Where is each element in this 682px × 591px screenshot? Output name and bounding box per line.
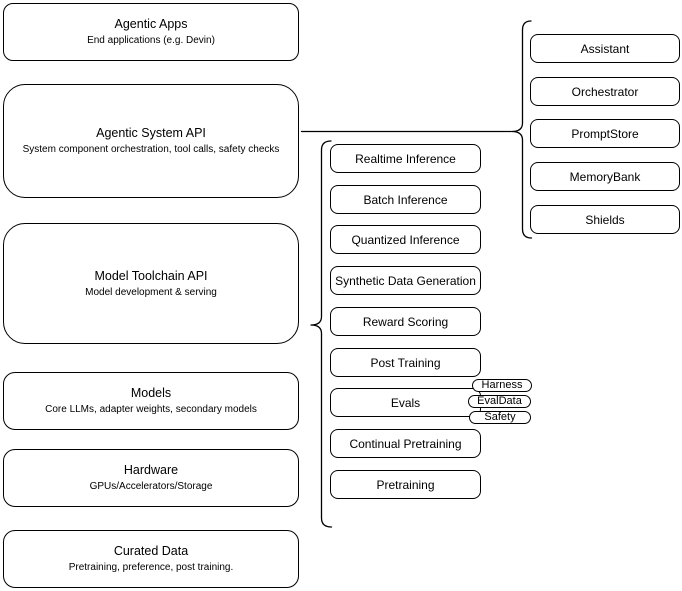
node-continual-pretraining: Continual Pretraining bbox=[330, 429, 481, 458]
node-post-training: Post Training bbox=[330, 348, 481, 377]
node-subtitle: Core LLMs, adapter weights, secondary mo… bbox=[45, 404, 257, 415]
node-pretraining: Pretraining bbox=[330, 470, 481, 499]
node-hardware: Hardware GPUs/Accelerators/Storage bbox=[3, 449, 299, 507]
node-title: Curated Data bbox=[113, 544, 189, 558]
node-title: Model Toolchain API bbox=[94, 268, 208, 283]
node-label: Batch Inference bbox=[363, 192, 448, 207]
node-subtitle: Model development & serving bbox=[85, 286, 217, 298]
tag-safety: Safety bbox=[469, 411, 531, 424]
tag-label: Harness bbox=[481, 379, 523, 391]
node-quantized-inference: Quantized Inference bbox=[330, 225, 481, 254]
tag-label: EvalData bbox=[477, 395, 522, 407]
node-label: Orchestrator bbox=[571, 84, 639, 99]
node-title: Hardware bbox=[123, 463, 179, 477]
node-label: Reward Scoring bbox=[362, 314, 449, 329]
node-shields: Shields bbox=[530, 205, 680, 234]
node-label: Continual Pretraining bbox=[349, 436, 462, 451]
node-label: Shields bbox=[585, 212, 625, 227]
node-model-toolchain-api: Model Toolchain API Model development & … bbox=[3, 223, 299, 344]
node-title: Agentic Apps bbox=[114, 17, 188, 31]
node-label: PromptStore bbox=[571, 126, 639, 141]
node-label: Post Training bbox=[370, 355, 441, 370]
node-memorybank: MemoryBank bbox=[530, 162, 680, 191]
node-label: Evals bbox=[390, 395, 421, 410]
node-subtitle: System component orchestration, tool cal… bbox=[22, 144, 280, 155]
node-subtitle: End applications (e.g. Devin) bbox=[87, 35, 215, 46]
node-orchestrator: Orchestrator bbox=[530, 77, 680, 106]
tag-evaldata: EvalData bbox=[468, 395, 531, 408]
node-agentic-system-api: Agentic System API System component orch… bbox=[3, 84, 299, 198]
node-assistant: Assistant bbox=[530, 34, 680, 63]
node-reward-scoring: Reward Scoring bbox=[330, 307, 481, 336]
node-curated-data: Curated Data Pretraining, preference, po… bbox=[3, 530, 299, 588]
node-label: Realtime Inference bbox=[355, 151, 456, 166]
node-label: Assistant bbox=[580, 41, 630, 56]
node-subtitle: Pretraining, preference, post training. bbox=[68, 562, 234, 573]
node-models: Models Core LLMs, adapter weights, secon… bbox=[3, 372, 299, 430]
node-evals: Evals bbox=[330, 388, 481, 417]
node-title: Agentic System API bbox=[96, 126, 206, 140]
node-agentic-apps: Agentic Apps End applications (e.g. Devi… bbox=[3, 3, 299, 61]
node-label: Pretraining bbox=[376, 477, 435, 492]
node-title: Models bbox=[130, 386, 172, 400]
system-brace bbox=[511, 20, 533, 239]
node-label: MemoryBank bbox=[569, 169, 641, 184]
toolchain-brace bbox=[310, 140, 333, 528]
tag-harness: Harness bbox=[472, 379, 532, 392]
node-realtime-inference: Realtime Inference bbox=[330, 144, 481, 173]
node-label: Quantized Inference bbox=[351, 232, 460, 247]
node-subtitle: GPUs/Accelerators/Storage bbox=[89, 481, 213, 492]
node-batch-inference: Batch Inference bbox=[330, 185, 481, 214]
node-synthetic-data-generation: Synthetic Data Generation bbox=[330, 266, 481, 295]
node-promptstore: PromptStore bbox=[530, 119, 680, 148]
tag-label: Safety bbox=[484, 411, 516, 423]
node-label: Synthetic Data Generation bbox=[335, 273, 476, 288]
